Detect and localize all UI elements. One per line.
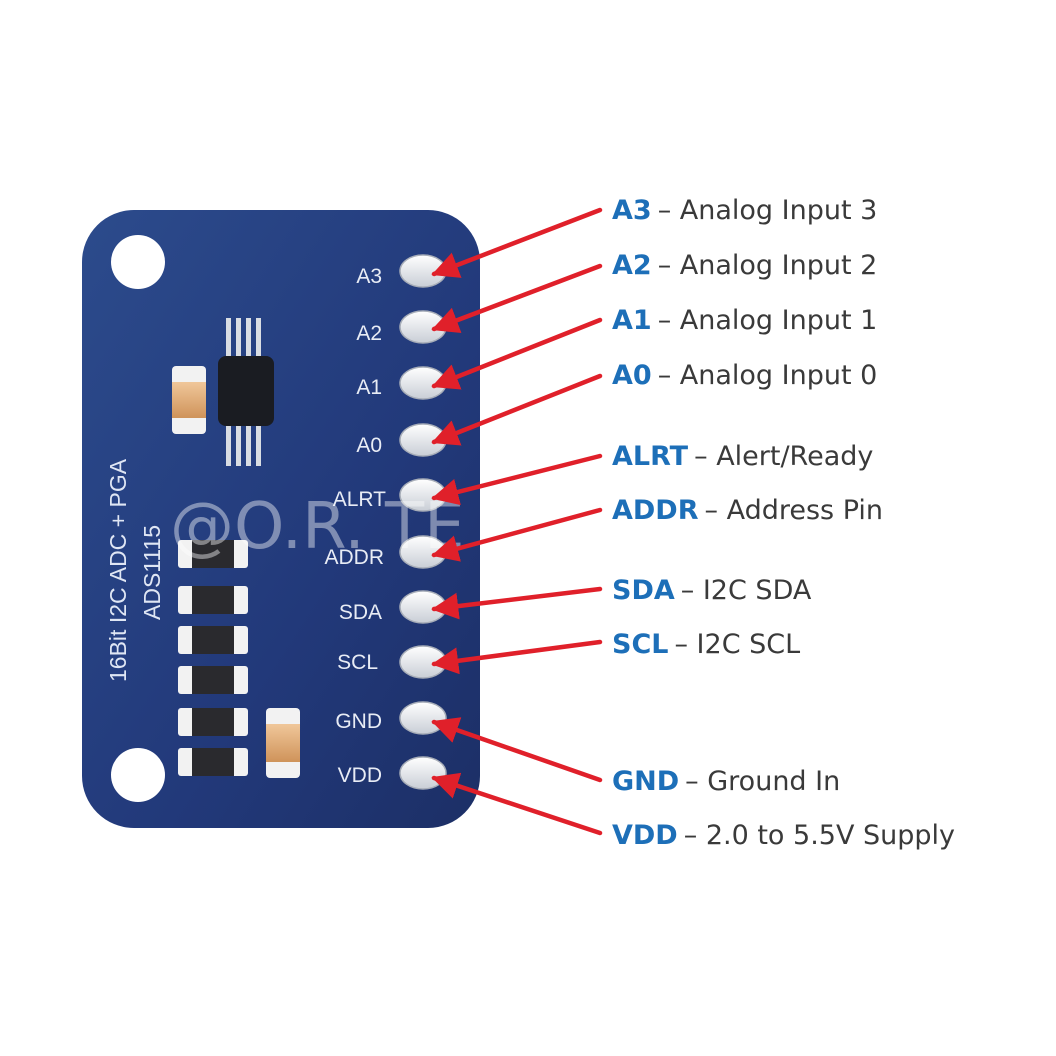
arrow-gnd [431,717,603,783]
capacitor-bottom [266,708,300,778]
svg-text:GND: GND [335,710,382,733]
arrow-a1 [431,317,603,390]
arrow-a0 [431,373,603,446]
pin-label-addr: ADDR [324,546,384,569]
svg-text:VDD: VDD [338,764,382,787]
pad-gnd [399,701,447,735]
arrow-scl [431,639,603,675]
svg-text:A3: A3 [356,265,382,288]
callout-vdd: VDD– 2.0 to 5.5V Supply [612,820,955,851]
arrow-sda [431,586,603,620]
board-title-line1: 16Bit I2C ADC + PGA [105,458,131,682]
svg-text:A1: A1 [356,376,382,399]
svg-text:ALRT: ALRT [333,488,386,511]
svg-text:SCL: SCL [337,651,378,674]
svg-text:A0: A0 [356,434,382,457]
arrow-a2 [431,263,603,333]
pin-label-gnd: GND [335,710,382,733]
adc-chip [218,318,274,466]
callout-addr: ADDR– Address Pin [612,495,883,526]
pin-label-sda: SDA [339,601,382,624]
pin-label-a0: A0 [356,434,382,457]
pin-label-vdd: VDD [338,764,382,787]
callout-gnd: GND– Ground In [612,766,840,797]
callout-a0: A0– Analog Input 0 [612,360,877,391]
callout-alrt: ALRT– Alert/Ready [612,441,873,472]
arrow-addr [431,507,603,562]
svg-text:A2: A2 [356,322,382,345]
board-title-line2: ADS1115 [139,525,165,620]
pcb-board: 16Bit I2C ADC + PGA ADS1115 A3 A2 A1 A0 … [82,210,480,828]
pin-label-alrt: ALRT [333,488,386,511]
mounting-hole-bottom [111,748,165,802]
arrow-vdd [431,772,603,836]
pin-label-scl: SCL [337,651,378,674]
capacitor-top [172,366,206,434]
callout-a1: A1– Analog Input 1 [612,305,877,336]
svg-text:ADDR: ADDR [324,546,384,569]
callout-a3: A3– Analog Input 3 [612,195,877,226]
callout-scl: SCL– I2C SCL [612,629,800,660]
pin-label-a3: A3 [356,265,382,288]
pin-label-a1: A1 [356,376,382,399]
callouts: A3– Analog Input 3 A2– Analog Input 2 A1… [612,195,955,851]
svg-text:SDA: SDA [339,601,382,624]
callout-a2: A2– Analog Input 2 [612,250,877,281]
arrow-a3 [431,207,603,278]
pin-label-a2: A2 [356,322,382,345]
mounting-hole-top [111,235,165,289]
watermark: @O.R. TE [170,490,465,564]
resistor-array [178,540,248,776]
callout-arrows [431,207,603,836]
pad-vdd [399,756,447,790]
callout-sda: SDA– I2C SDA [612,575,812,606]
arrow-alrt [431,453,603,506]
